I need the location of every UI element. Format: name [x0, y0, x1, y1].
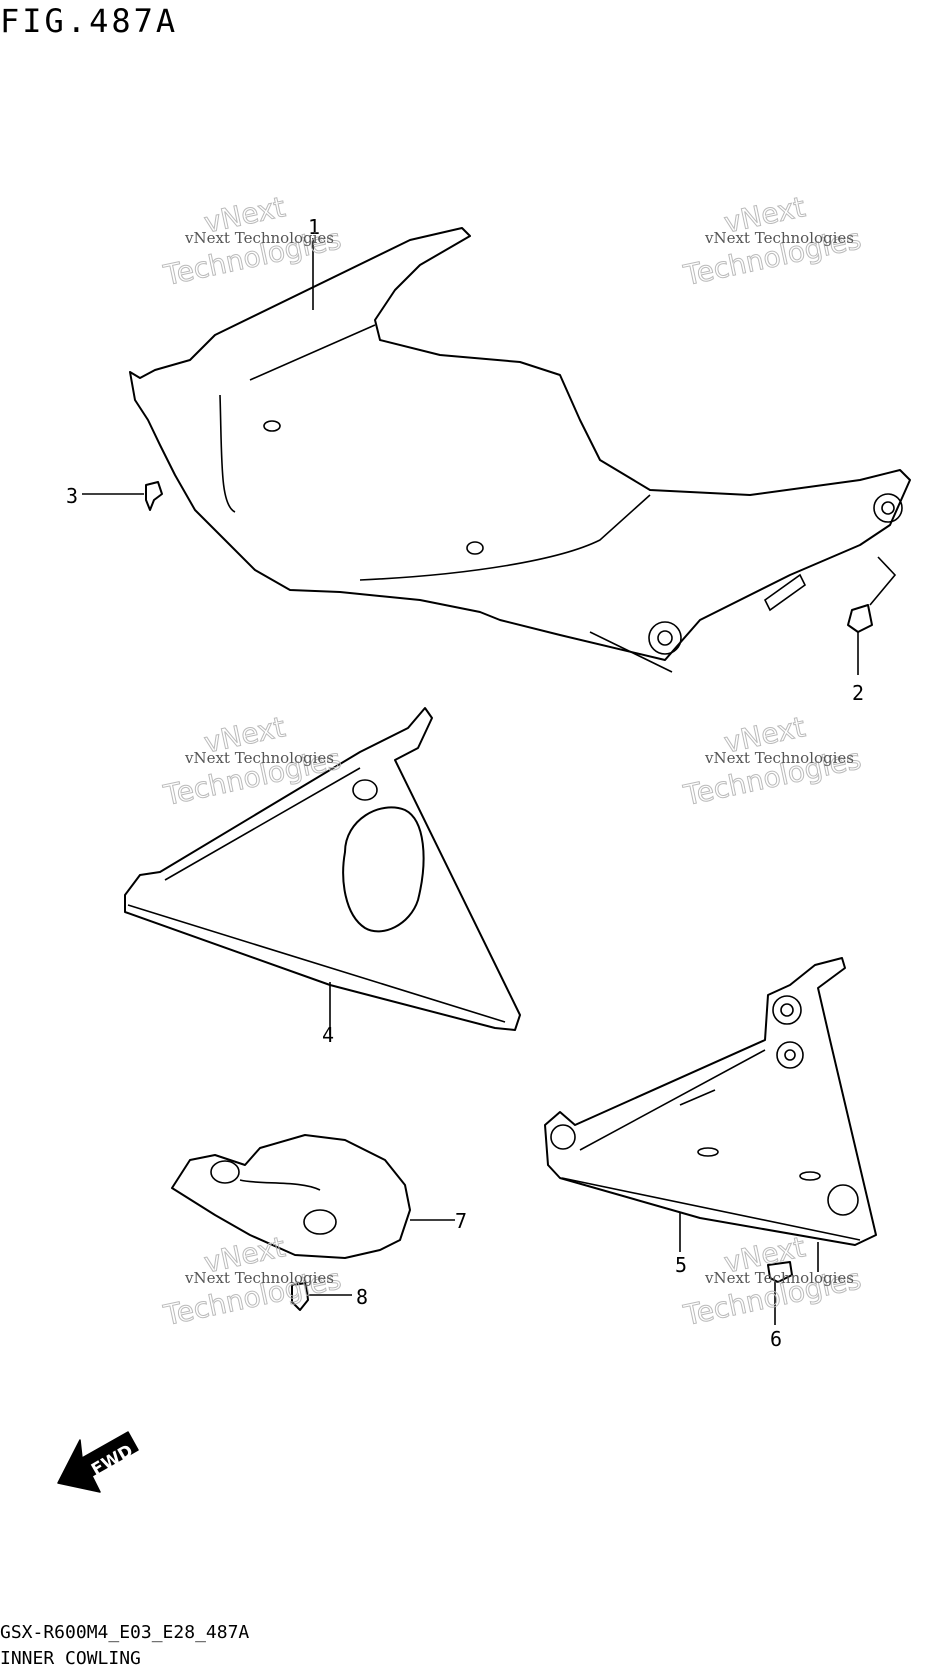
- part-4-triangular-panel: [124, 707, 521, 1035]
- svg-text:vNext Technologies: vNext Technologies: [704, 749, 854, 767]
- svg-text:vNext Technologies: vNext Technologies: [184, 229, 334, 247]
- figure-name: INNER COWLING: [0, 1648, 141, 1669]
- figure-title: FIG.487A: [0, 2, 179, 40]
- watermark-top-left: vNext Technologies vNext Technologies: [160, 190, 345, 293]
- callout-7: 7: [455, 1209, 467, 1233]
- callout-2: 2: [852, 681, 864, 705]
- callout-3: 3: [66, 484, 78, 508]
- part-3-screw: [82, 481, 163, 511]
- svg-text:vNext Technologies: vNext Technologies: [704, 1269, 854, 1287]
- callout-1: 1: [308, 215, 320, 239]
- svg-text:vNext Technologies: vNext Technologies: [704, 229, 854, 247]
- part-8-screw: [291, 1282, 352, 1311]
- part-7-small-cover: [171, 1134, 455, 1259]
- svg-text:vNext Technologies: vNext Technologies: [184, 749, 334, 767]
- part-2-clip: [847, 556, 897, 675]
- watermark-top-right: vNext Technologies vNext Technologies: [680, 190, 865, 293]
- fwd-arrow-icon: FWD: [57, 1431, 139, 1493]
- figure-code: GSX-R600M4_E03_E28_487A: [0, 1622, 250, 1643]
- callout-4: 4: [322, 1023, 334, 1047]
- callout-6: 6: [770, 1327, 782, 1351]
- callout-5: 5: [675, 1253, 687, 1277]
- svg-text:vNext Technologies: vNext Technologies: [184, 1269, 334, 1287]
- watermark-mid-right: vNext Technologies vNext Technologies: [680, 710, 865, 813]
- part-1-inner-cowling-panel: [129, 227, 911, 673]
- part-6-screw: [767, 1261, 793, 1325]
- callout-8: 8: [356, 1285, 368, 1309]
- part-5-right-panel: [544, 957, 877, 1272]
